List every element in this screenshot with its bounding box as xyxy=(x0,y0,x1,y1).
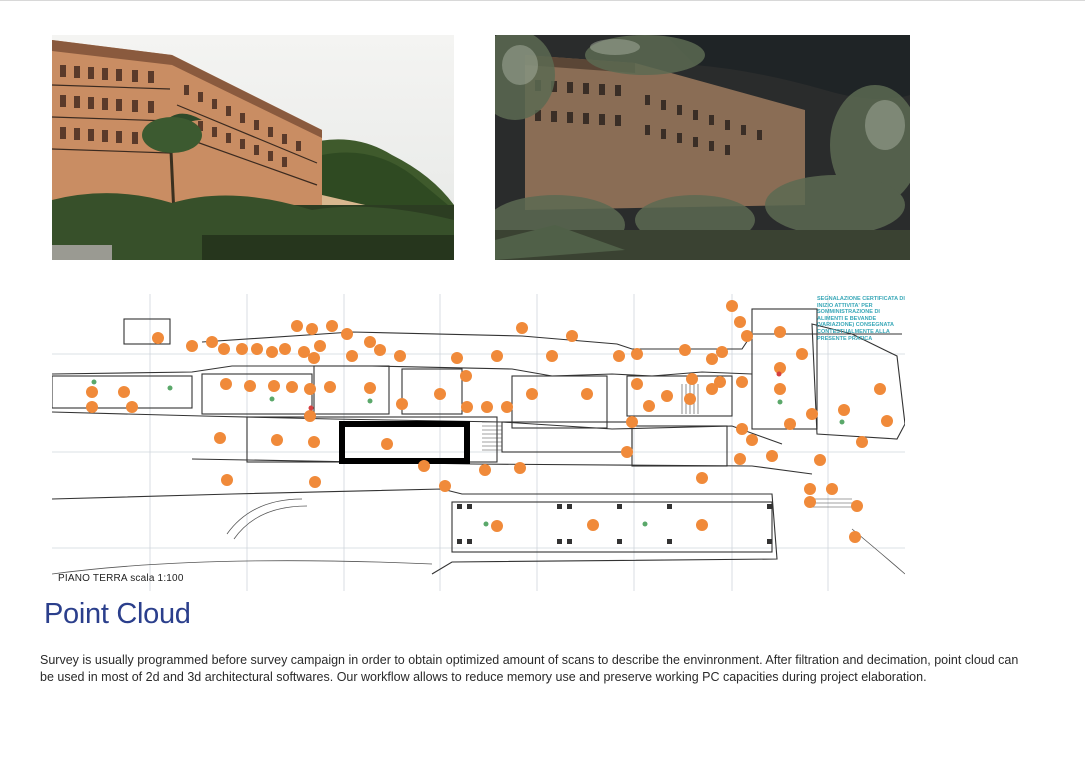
floor-plan: SEGNALAZIONE CERTIFICATA DI INIZIO ATTIV… xyxy=(52,294,905,591)
page-title: Point Cloud xyxy=(44,598,191,630)
description-paragraph: Survey is usually programmed before surv… xyxy=(40,653,1019,684)
plan-caption: PIANO TERRA scala 1:100 xyxy=(58,573,184,584)
top-divider xyxy=(0,0,1085,1)
point-cloud-render xyxy=(495,35,910,260)
plan-note: SEGNALAZIONE CERTIFICATA DI INIZIO ATTIV… xyxy=(817,296,905,342)
hotel-photo xyxy=(52,35,454,260)
